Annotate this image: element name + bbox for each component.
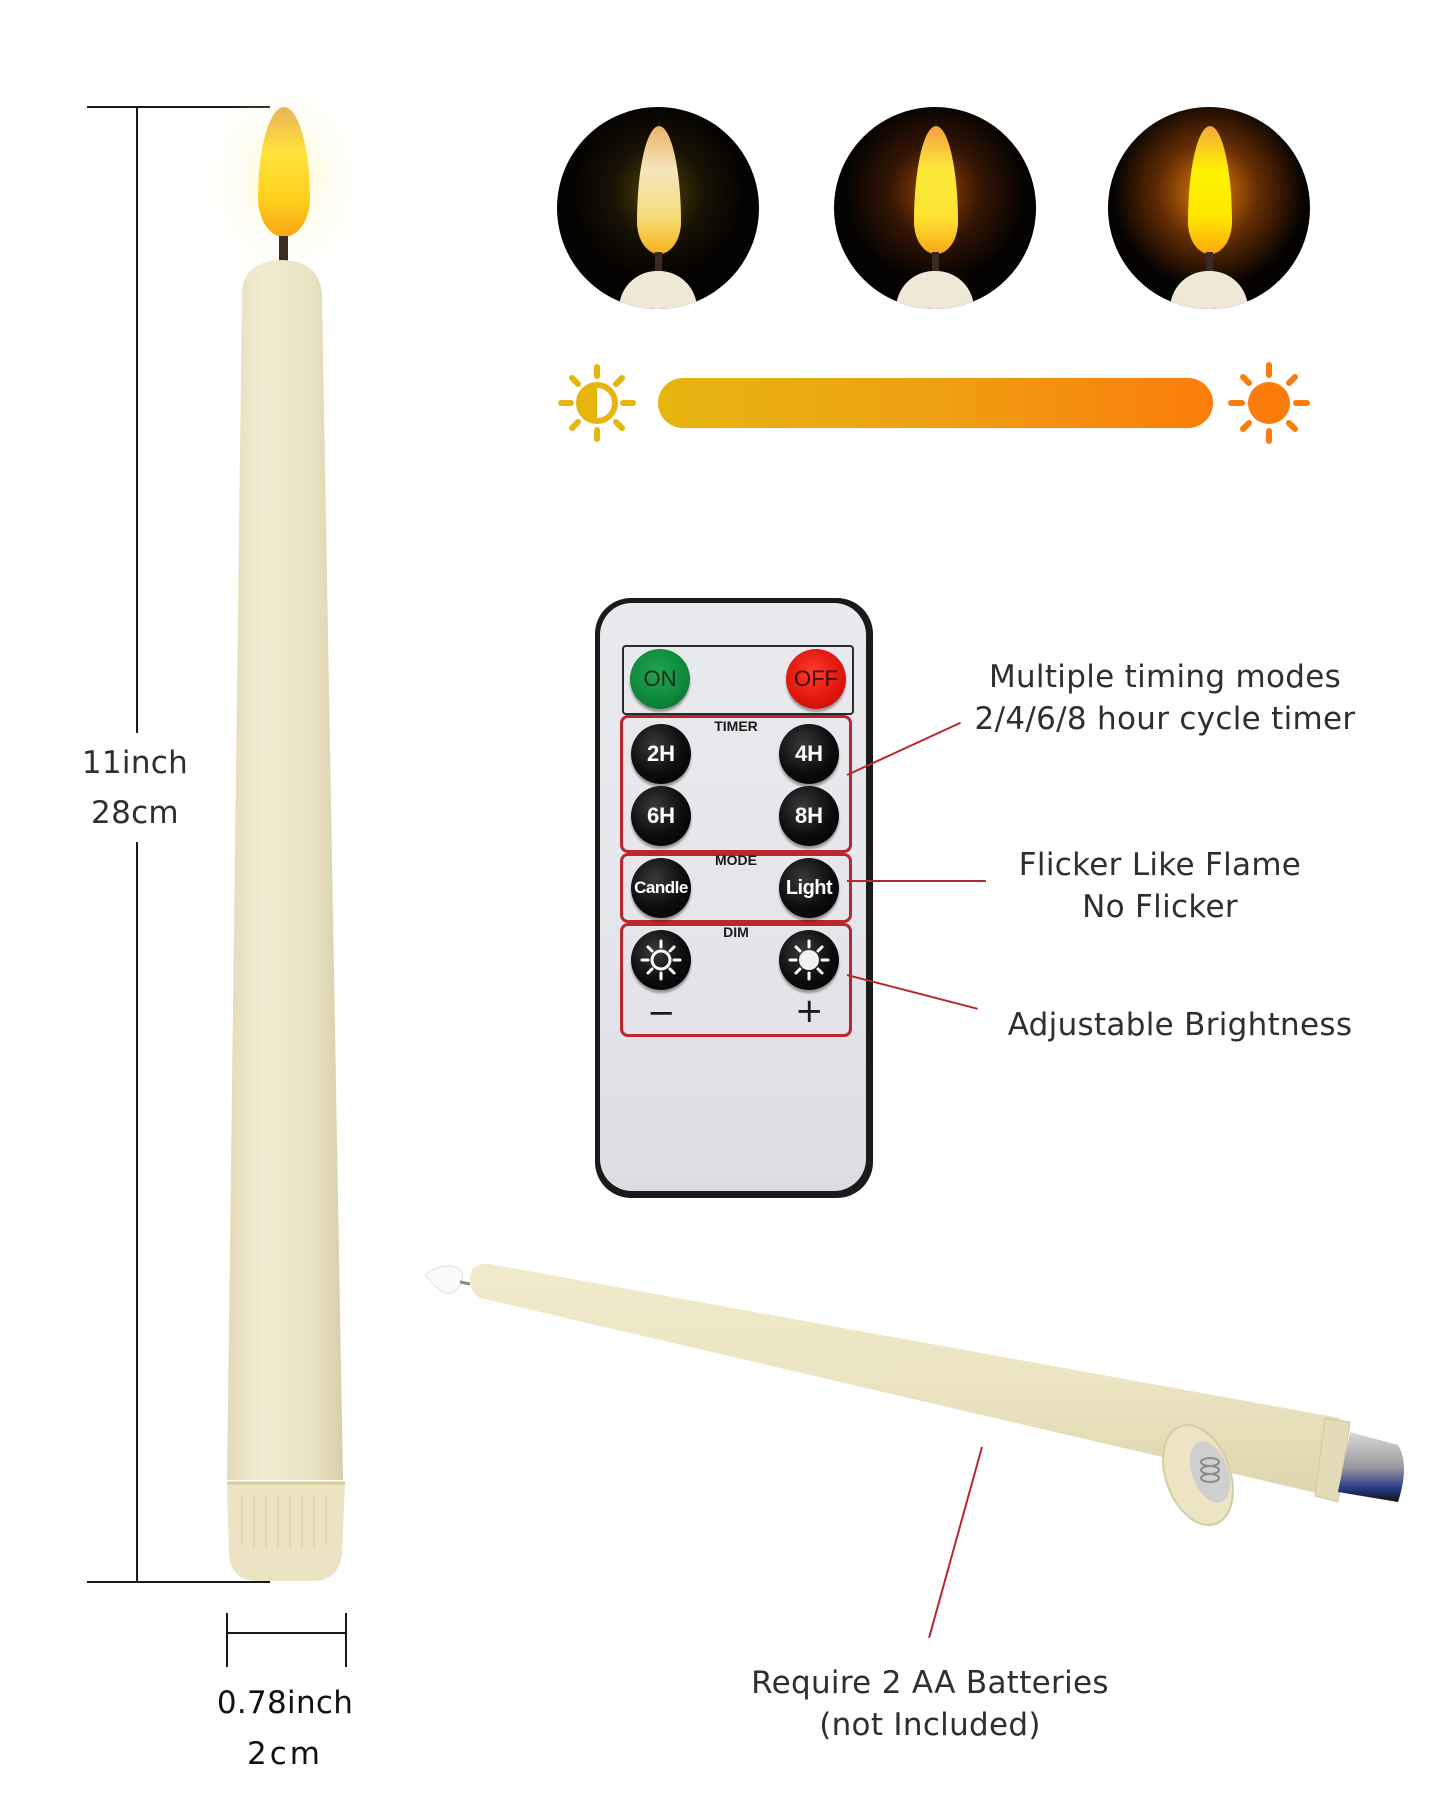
mode-callout-line1: Flicker Like Flame [1018,847,1302,883]
timer-8h-button[interactable]: 8H [779,786,839,846]
mode-group-title: MODE [715,852,757,868]
mode-candle-button[interactable]: Candle [631,858,691,918]
width-inch-label: 0.78inch [216,1685,354,1721]
full-sun-icon [1228,362,1310,444]
open-candle-battery-compartment [424,1263,1404,1527]
width-right-tick [345,1613,347,1667]
brightness-medium-preview [834,107,1036,309]
mode-callout-line2: No Flicker [1082,889,1238,925]
timer-button-group: TIMER 2H 4H 6H 8H [620,715,852,853]
dim-callout: Adjustable Brightness [960,1004,1400,1046]
brightness-gradient-slider[interactable] [658,378,1213,428]
battery-callout-line1: Require 2 AA Batteries [751,1665,1109,1701]
width-left-tick [226,1613,228,1667]
timer-group-title: TIMER [714,718,758,734]
dim-button-group: DIM [620,923,852,1037]
height-inch-label: 11inch [81,745,189,781]
timer-callout-line2: 2/4/6/8 hour cycle timer [974,701,1356,737]
candle-body [227,260,345,1581]
width-cm-label: 2cm [247,1736,323,1772]
dim-callout-line1: Adjustable Brightness [1007,1007,1353,1043]
width-horizontal-line [226,1632,347,1634]
brightness-low-preview [557,107,759,309]
candle-wick [279,236,288,261]
mode-button-group: MODE Candle Light [620,852,852,923]
minus-symbol: − [647,993,676,1033]
height-vertical-line-lower [136,842,138,1582]
mode-light-button[interactable]: Light [779,858,839,918]
off-button[interactable]: OFF [786,649,846,709]
battery-callout: Require 2 AA Batteries (not Included) [710,1662,1150,1746]
sun-outline-icon [640,939,682,981]
power-button-group: ON OFF [622,645,854,715]
timer-callout-line1: Multiple timing modes [988,659,1342,695]
height-cm-label: 28cm [91,795,179,831]
sun-filled-icon [788,939,830,981]
half-sun-icon [558,364,636,442]
brightness-high-preview [1108,107,1310,309]
timer-callout: Multiple timing modes 2/4/6/8 hour cycle… [930,656,1400,740]
plus-symbol: + [795,991,824,1031]
timer-4h-button[interactable]: 4H [779,724,839,784]
timer-6h-button[interactable]: 6H [631,786,691,846]
dim-down-button[interactable] [631,930,691,990]
remote-face: ON OFF TIMER 2H 4H 6H 8H MODE Candle Lig… [600,603,866,1191]
dim-up-button[interactable] [779,930,839,990]
height-top-line [87,106,270,108]
remote-control: ON OFF TIMER 2H 4H 6H 8H MODE Candle Lig… [595,598,873,1198]
on-button[interactable]: ON [630,649,690,709]
dim-group-title: DIM [723,924,749,940]
height-bottom-line [87,1581,270,1583]
height-vertical-line-upper [136,107,138,733]
timer-2h-button[interactable]: 2H [631,724,691,784]
battery-callout-line2: (not Included) [819,1707,1041,1743]
mode-callout-line [847,880,986,882]
mode-callout: Flicker Like Flame No Flicker [960,844,1360,928]
